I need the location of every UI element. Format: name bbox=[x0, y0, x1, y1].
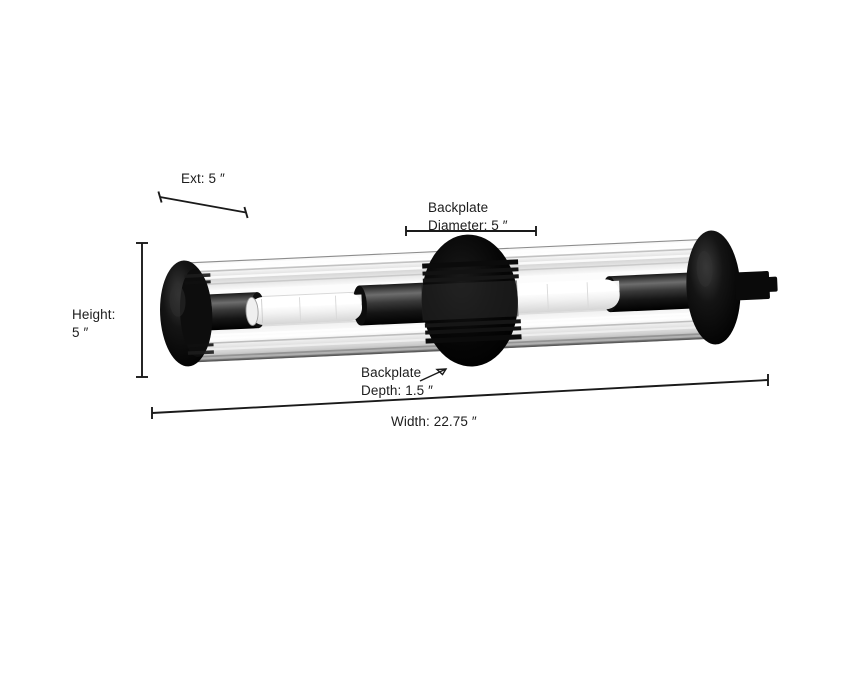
bulb-left bbox=[245, 293, 363, 326]
fixture-group bbox=[160, 230, 778, 367]
backplate-diameter-dimension-line bbox=[405, 226, 537, 236]
right-end-cap bbox=[686, 230, 778, 345]
backplate-diameter-label: Backplate Diameter: 5 ″ bbox=[428, 200, 508, 234]
backplate bbox=[421, 234, 522, 367]
ext-dimension-line bbox=[157, 191, 249, 219]
left-end-cap bbox=[160, 260, 214, 367]
width-dimension-label: Width: 22.75 ″ bbox=[391, 414, 477, 429]
backplate-depth-leader-line bbox=[419, 368, 448, 382]
height-dimension-label: Height: 5 ″ bbox=[72, 307, 116, 341]
height-dimension-line bbox=[136, 242, 148, 378]
ext-dimension-label: Ext: 5 ″ bbox=[181, 171, 225, 186]
backplate-depth-label: Backplate Depth: 1.5 ″ bbox=[361, 365, 434, 399]
width-dimension-line bbox=[151, 374, 769, 419]
backplate-collars bbox=[422, 259, 522, 344]
